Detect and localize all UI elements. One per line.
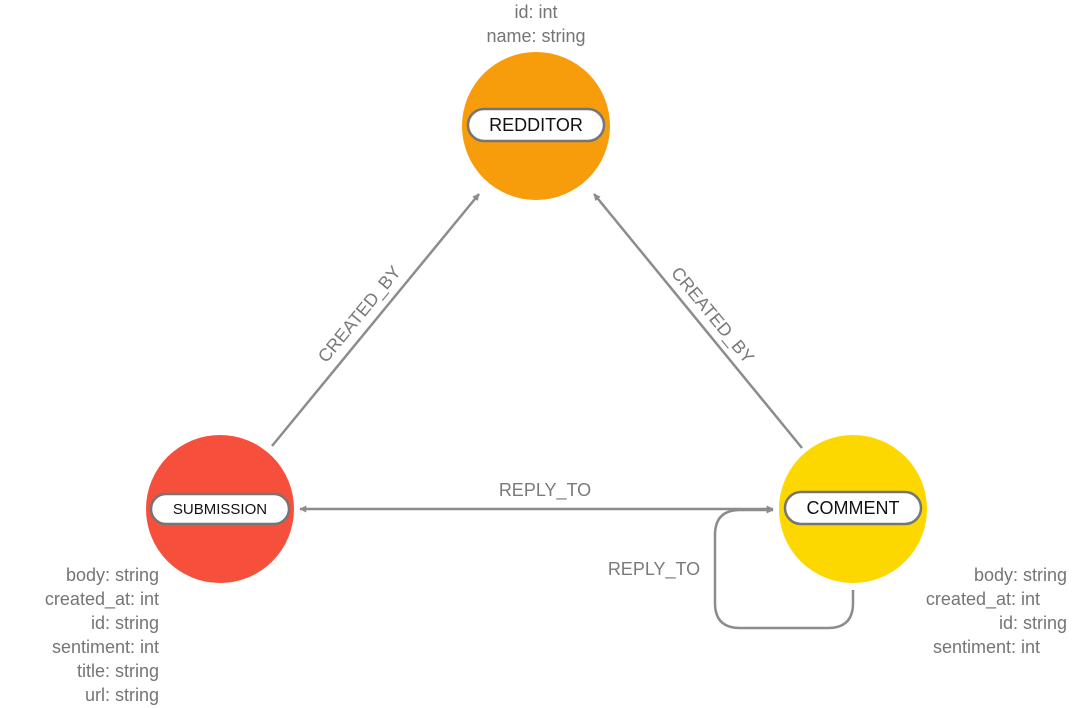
node-property: id: int (514, 2, 557, 22)
node-label-pill (783, 490, 923, 526)
node-property: sentiment: int (52, 637, 159, 657)
node-label-submission: SUBMISSION (173, 501, 267, 518)
edge-label-reply-to: REPLY_TO (608, 559, 700, 580)
node-property: created_at: int (926, 589, 1040, 610)
edge-label-reply-to: REPLY_TO (499, 480, 591, 501)
node-property: title: string (77, 661, 159, 681)
node-label-comment: COMMENT (807, 498, 900, 518)
edge-label-created-by: CREATED_BY (666, 263, 758, 368)
edge-line[interactable] (593, 193, 803, 449)
node-label-pill (466, 107, 606, 143)
node-redditor[interactable]: REDDITOR id: int name: string (462, 2, 610, 200)
edge-reply-to-comment-self[interactable]: REPLY_TO (608, 506, 855, 630)
node-property: body: string (66, 565, 159, 585)
node-property: name: string (486, 26, 585, 46)
node-property: id: string (999, 613, 1067, 633)
node-label-pill (149, 492, 291, 526)
node-property: sentiment: int (933, 637, 1040, 657)
node-submission[interactable]: SUBMISSION body: string created_at: int … (45, 435, 294, 705)
node-label-redditor: REDDITOR (489, 115, 583, 135)
edge-line[interactable] (713, 506, 855, 630)
edge-comment-created-by[interactable]: CREATED_BY (593, 193, 803, 449)
edge-reply-to-submission[interactable]: REPLY_TO (299, 480, 774, 513)
edge-line[interactable] (271, 193, 480, 447)
node-comment[interactable]: COMMENT body: string created_at: int id:… (779, 435, 1067, 657)
edge-submission-created-by[interactable]: CREATED_BY (271, 193, 480, 447)
node-property: url: string (85, 685, 159, 705)
node-property: body: string (974, 565, 1067, 585)
node-property: id: string (91, 613, 159, 633)
edge-label-created-by: CREATED_BY (314, 262, 406, 367)
node-property: created_at: int (45, 589, 159, 610)
